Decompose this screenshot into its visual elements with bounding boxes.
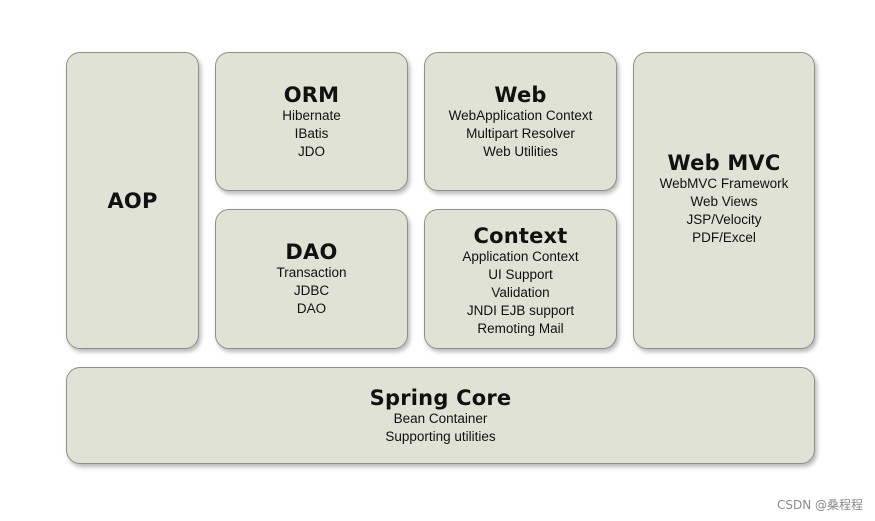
dao-module: DAO Transaction JDBC DAO <box>215 209 408 349</box>
context-module: Context Application Context UI Support V… <box>424 209 617 349</box>
web-item: Multipart Resolver <box>466 126 575 141</box>
spring-core-title: Spring Core <box>369 386 512 410</box>
webmvc-item: JSP/Velocity <box>686 212 762 227</box>
orm-item: JDO <box>298 144 325 159</box>
context-item: JNDI EJB support <box>466 303 575 318</box>
context-title: Context <box>473 224 568 248</box>
orm-title: ORM <box>283 83 340 107</box>
aop-module: AOP <box>66 52 199 349</box>
web-module: Web WebApplication Context Multipart Res… <box>424 52 617 191</box>
orm-item: IBatis <box>294 126 329 141</box>
context-item: Application Context <box>462 249 579 264</box>
web-title: Web <box>494 83 547 107</box>
dao-title: DAO <box>285 240 338 264</box>
orm-item: Hibernate <box>282 108 341 123</box>
webmvc-title: Web MVC <box>667 151 781 175</box>
dao-item: JDBC <box>293 283 330 298</box>
web-item: WebApplication Context <box>448 108 593 123</box>
spring-core-item: Supporting utilities <box>385 429 496 444</box>
context-item: Remoting Mail <box>477 321 564 336</box>
webmvc-item: WebMVC Framework <box>659 176 789 191</box>
webmvc-module: Web MVC WebMVC Framework Web Views JSP/V… <box>633 52 815 349</box>
dao-item: Transaction <box>276 265 347 280</box>
context-item: Validation <box>491 285 550 300</box>
aop-title: AOP <box>107 188 158 213</box>
dao-item: DAO <box>296 301 327 316</box>
context-item: UI Support <box>488 267 553 282</box>
orm-module: ORM Hibernate IBatis JDO <box>215 52 408 191</box>
spring-core-module: Spring Core Bean Container Supporting ut… <box>66 367 815 464</box>
spring-core-item: Bean Container <box>393 411 488 426</box>
webmvc-item: Web Views <box>690 194 758 209</box>
web-item: Web Utilities <box>483 144 558 159</box>
watermark: CSDN @桑程程 <box>776 498 863 512</box>
webmvc-item: PDF/Excel <box>692 230 756 245</box>
